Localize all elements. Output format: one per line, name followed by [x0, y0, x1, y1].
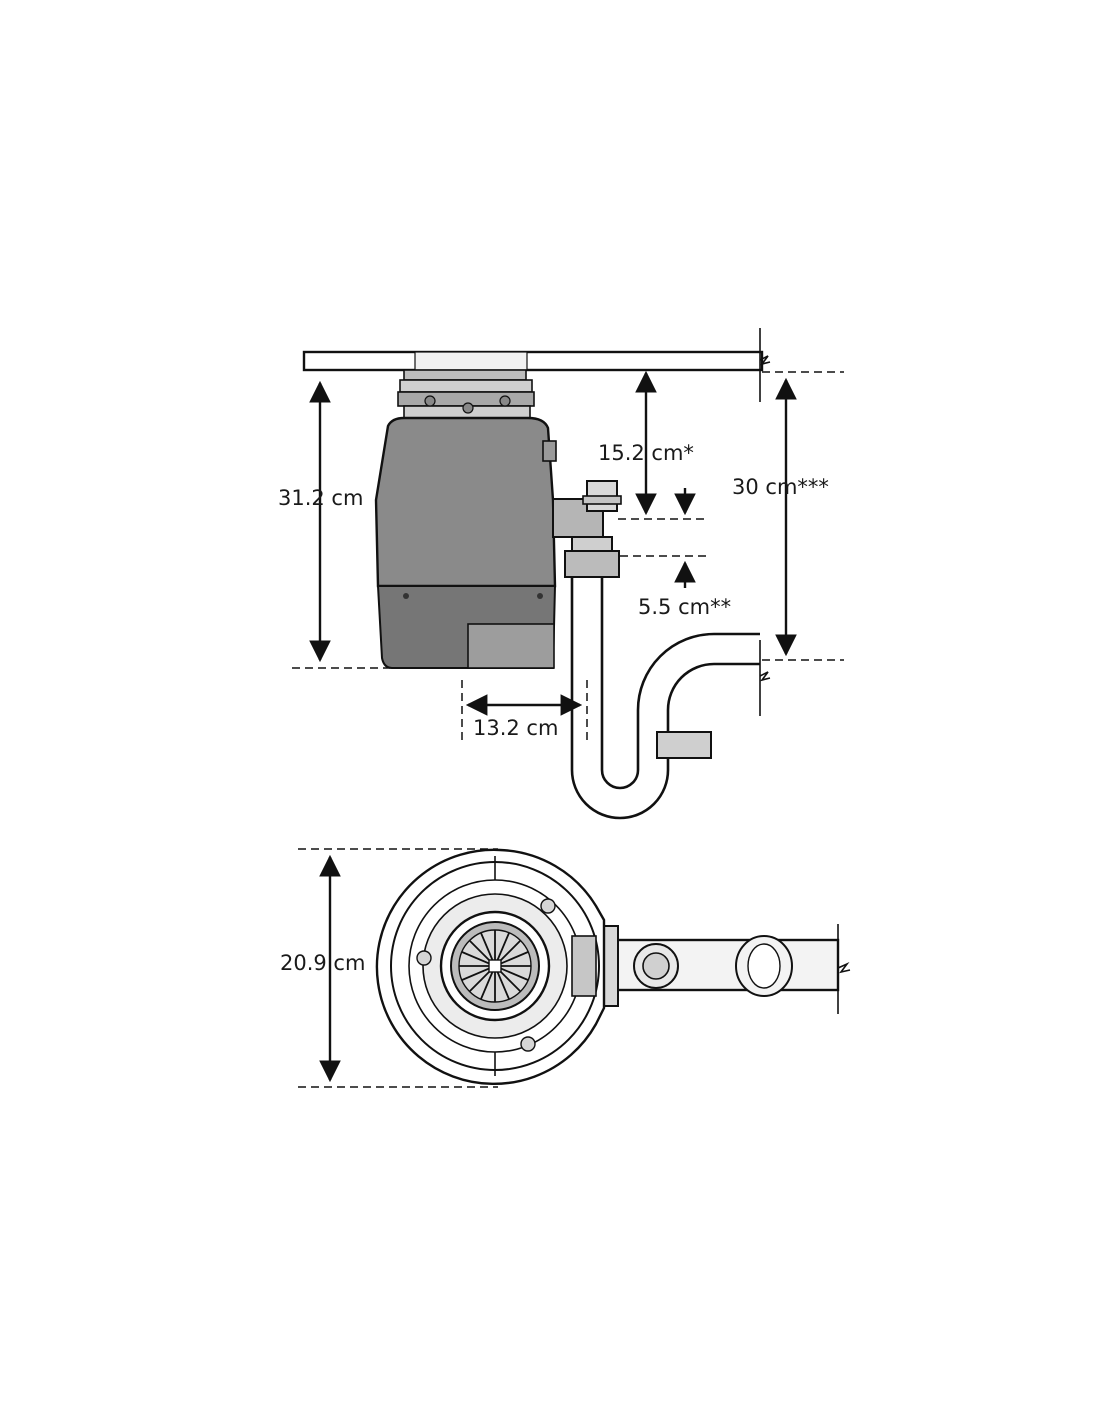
outlet-reach-label: 13.2 cm: [473, 716, 558, 740]
height-total-label: 31.2 cm: [278, 486, 363, 510]
outlet-offset-label: 5.5 cm**: [638, 595, 731, 619]
top-view-disposer: [375, 848, 606, 1086]
disposer-body: [374, 416, 557, 669]
dimension-drain-height: 30 cm***: [732, 371, 844, 661]
dimension-inlet-depth: 15.2 cm*: [598, 370, 706, 520]
dimension-height-total: 31.2 cm: [278, 380, 390, 669]
p-trap-pipe: [570, 577, 771, 820]
side-view: 31.2 cm 15.2 cm* 5.5 cm** 30 cm***: [278, 328, 844, 820]
sink-countertop: [302, 328, 771, 402]
mounting-assembly: [397, 369, 535, 419]
drain-height-label: 30 cm***: [732, 475, 829, 499]
dimension-outlet-reach: 13.2 cm: [461, 680, 588, 745]
inlet-depth-label: 15.2 cm*: [598, 441, 694, 465]
dimension-diameter: 20.9 cm: [280, 848, 498, 1088]
top-view-outlet-pipe: [590, 924, 851, 1014]
top-view: 20.9 cm: [280, 848, 851, 1088]
dimension-outlet-offset: 5.5 cm**: [620, 555, 731, 619]
diameter-label: 20.9 cm: [280, 951, 365, 975]
discharge-fittings: [552, 480, 622, 578]
